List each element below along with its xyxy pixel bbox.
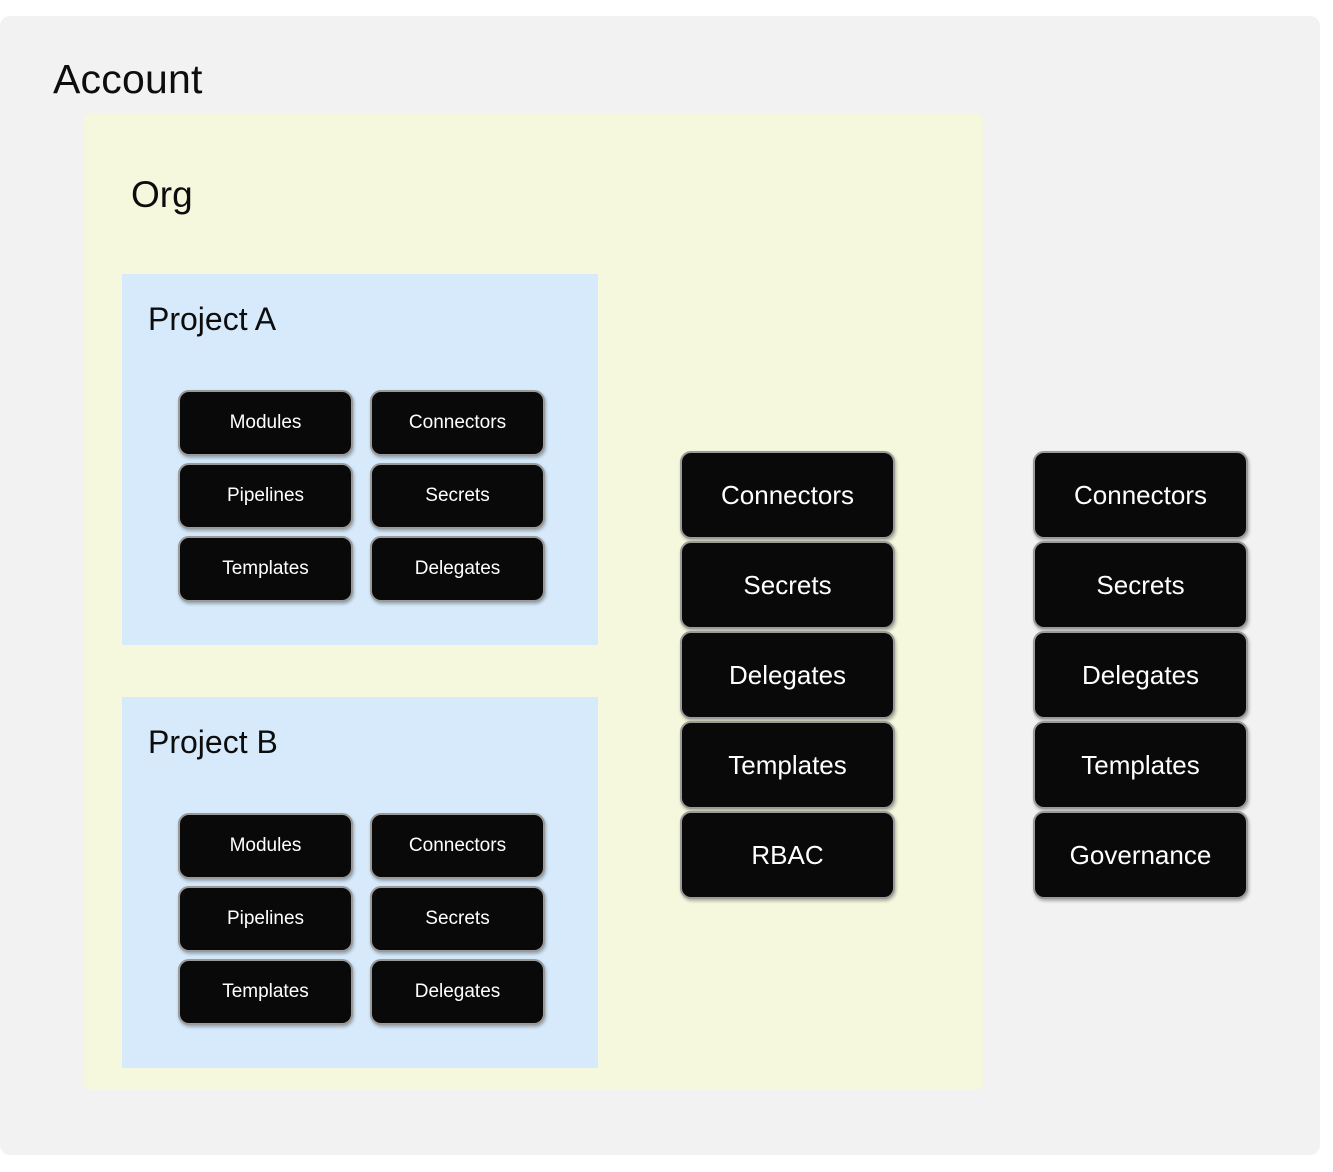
project-a-resource-delegates[interactable]: Delegates	[370, 536, 545, 602]
project-b-title: Project B	[148, 724, 278, 760]
project-b-resource-modules[interactable]: Modules	[178, 813, 353, 879]
org-resource-column: Connectors Secrets Delegates Templates R…	[680, 451, 895, 899]
project-a-resource-modules[interactable]: Modules	[178, 390, 353, 456]
project-b-resource-pipelines[interactable]: Pipelines	[178, 886, 353, 952]
project-b-resource-connectors[interactable]: Connectors	[370, 813, 545, 879]
account-resource-connectors[interactable]: Connectors	[1033, 451, 1248, 539]
project-a-resource-templates[interactable]: Templates	[178, 536, 353, 602]
project-a-resource-grid: Modules Connectors Pipelines Secrets Tem…	[178, 390, 545, 602]
project-a-container: Project A Modules Connectors Pipelines S…	[122, 274, 598, 645]
diagram-canvas: Account Org Project A Modules Connectors…	[0, 16, 1320, 1155]
org-resource-secrets[interactable]: Secrets	[680, 541, 895, 629]
org-resource-rbac[interactable]: RBAC	[680, 811, 895, 899]
project-b-resource-delegates[interactable]: Delegates	[370, 959, 545, 1025]
account-scope-title: Account	[53, 56, 203, 102]
project-b-resource-templates[interactable]: Templates	[178, 959, 353, 1025]
org-resource-templates[interactable]: Templates	[680, 721, 895, 809]
project-b-resource-grid: Modules Connectors Pipelines Secrets Tem…	[178, 813, 545, 1025]
account-resource-templates[interactable]: Templates	[1033, 721, 1248, 809]
org-resource-delegates[interactable]: Delegates	[680, 631, 895, 719]
project-a-resource-connectors[interactable]: Connectors	[370, 390, 545, 456]
project-a-resource-secrets[interactable]: Secrets	[370, 463, 545, 529]
project-b-container: Project B Modules Connectors Pipelines S…	[122, 697, 598, 1068]
project-a-title: Project A	[148, 301, 277, 337]
project-a-resource-pipelines[interactable]: Pipelines	[178, 463, 353, 529]
account-resource-governance[interactable]: Governance	[1033, 811, 1248, 899]
account-resource-secrets[interactable]: Secrets	[1033, 541, 1248, 629]
project-b-resource-secrets[interactable]: Secrets	[370, 886, 545, 952]
account-resource-column: Connectors Secrets Delegates Templates G…	[1033, 451, 1248, 899]
account-resource-delegates[interactable]: Delegates	[1033, 631, 1248, 719]
org-resource-connectors[interactable]: Connectors	[680, 451, 895, 539]
org-scope-title: Org	[131, 174, 193, 215]
